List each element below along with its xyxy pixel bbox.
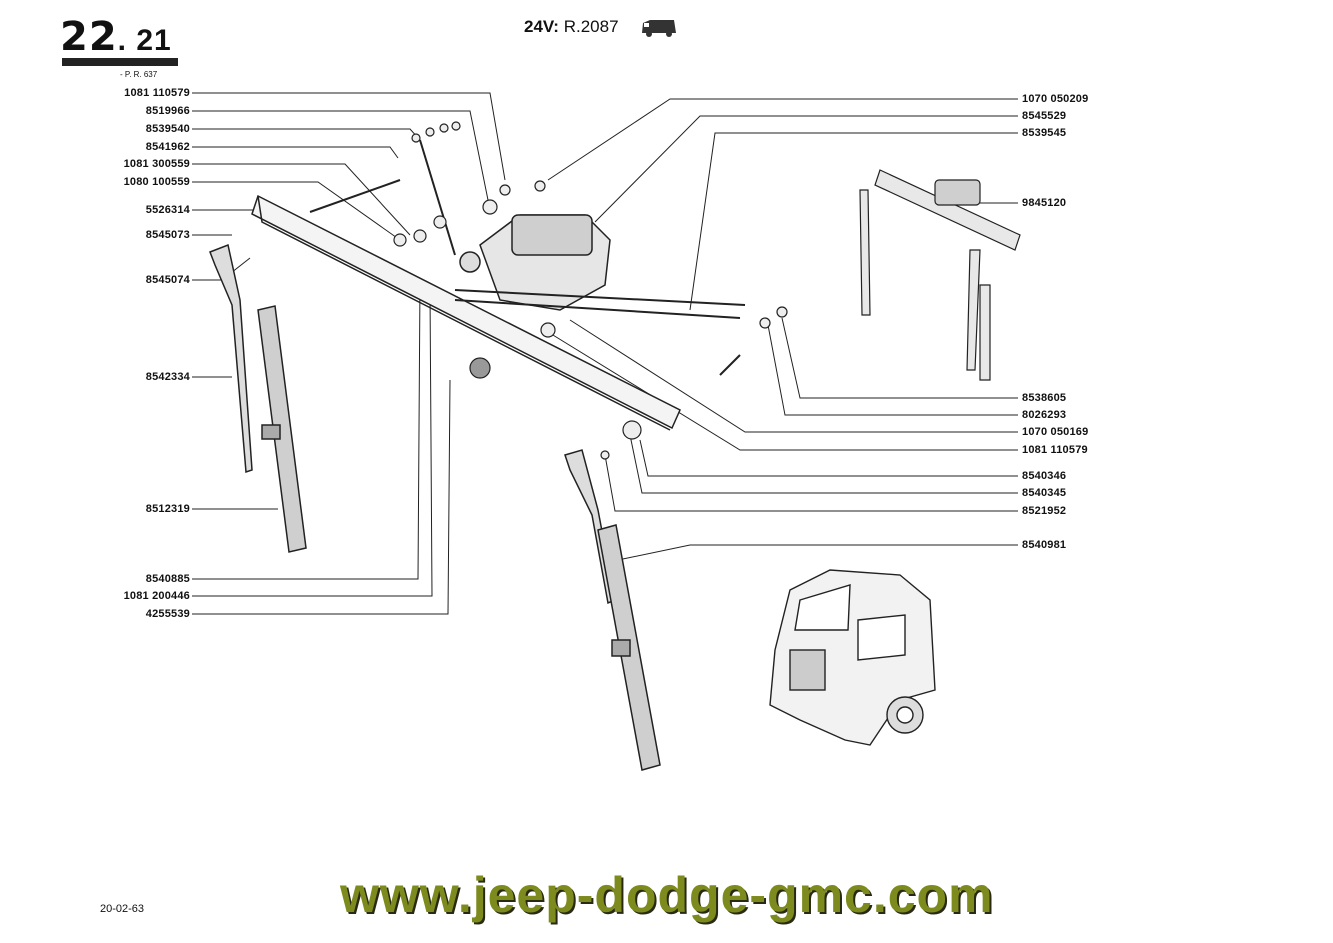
part-label-right: 8540981 — [1022, 539, 1067, 551]
print-date: 20-02-63 — [100, 903, 145, 915]
rubber-grommet — [469, 357, 491, 379]
leader-line — [639, 439, 1018, 477]
leader-line — [192, 110, 489, 201]
leader-line — [192, 163, 411, 236]
wiper-motor — [459, 214, 611, 311]
leader-line — [604, 454, 1018, 512]
header-bar — [62, 58, 178, 66]
washer — [439, 123, 449, 133]
part-label-left: 8542334 — [145, 371, 190, 383]
washer — [499, 184, 511, 196]
van-icon — [642, 20, 676, 37]
part-label-right: 9845120 — [1022, 197, 1067, 209]
linkage-rod — [454, 299, 741, 319]
leader-line — [192, 289, 433, 597]
voltage-label: 24V: — [524, 17, 559, 36]
leader-line — [569, 319, 1018, 433]
washer — [776, 306, 788, 318]
part-label-right: 8026293 — [1022, 409, 1067, 421]
right-wiper-blade — [597, 524, 661, 771]
washer — [600, 450, 610, 460]
part-label-right: 1081 110579 — [1022, 444, 1088, 456]
washer — [622, 420, 642, 440]
model-number: R.2087 — [563, 17, 619, 36]
part-label-left: 8519966 — [145, 105, 190, 117]
reference-code: - P. R. 637 — [120, 70, 158, 79]
washer — [425, 127, 435, 137]
leader-line — [617, 544, 1018, 561]
washer — [411, 133, 421, 143]
part-label-right: 8545529 — [1022, 110, 1067, 122]
washer — [534, 180, 546, 192]
van-illustration — [769, 569, 936, 746]
linkage-rod — [454, 289, 746, 306]
leader-line — [629, 434, 1018, 494]
leader-line — [192, 146, 399, 159]
leader-line — [781, 317, 1018, 399]
part-label-right: 8540346 — [1022, 470, 1067, 482]
leader-line — [192, 128, 421, 141]
part-label-right: 8540345 — [1022, 487, 1067, 499]
part-label-left: 1081 200446 — [123, 590, 190, 602]
wiper-frame-bar — [251, 194, 681, 431]
washer — [433, 215, 447, 229]
leader-line — [547, 331, 1018, 451]
part-label-left: 8545073 — [145, 229, 190, 241]
part-label-left: 8541962 — [145, 141, 190, 153]
part-label-right: 8539545 — [1022, 127, 1067, 139]
left-wiper-blade — [257, 305, 307, 553]
assembly-inset — [859, 169, 1021, 381]
linkage-rod — [419, 139, 456, 256]
part-label-left: 1081 300559 — [123, 158, 190, 170]
part-label-right: 1070 050169 — [1022, 426, 1089, 438]
part-label-left: 8540885 — [145, 573, 190, 585]
model-designation: 24V: R.2087 — [524, 17, 619, 37]
part-label-left: 8539540 — [145, 123, 190, 135]
part-label-left: 5526314 — [145, 204, 190, 216]
website-watermark: www.jeep-dodge-gmc.com — [340, 867, 994, 923]
part-label-left: 8512319 — [145, 503, 190, 515]
part-label-right: 8521952 — [1022, 505, 1067, 517]
leader-line — [192, 279, 421, 580]
nut — [482, 199, 498, 215]
leader-line — [767, 324, 1018, 416]
washer — [451, 121, 461, 131]
leader-line — [547, 98, 1018, 181]
leader-line — [192, 92, 506, 181]
part-label-left: 1080 100559 — [123, 176, 190, 188]
washer — [413, 229, 427, 243]
part-label-right: 8538605 — [1022, 392, 1067, 404]
page-number: 22. 21 — [60, 14, 172, 60]
washer — [759, 317, 771, 329]
spindle — [309, 179, 401, 213]
leader-line — [594, 115, 1018, 223]
part-label-right: 1070 050209 — [1022, 93, 1089, 105]
washer — [540, 322, 556, 338]
page-number-sub: . 21 — [117, 24, 172, 57]
leader-line — [689, 132, 1018, 311]
left-wiper-arm — [209, 243, 253, 474]
part-label-left: 1081 110579 — [124, 87, 190, 99]
spindle — [719, 354, 741, 376]
leader-line — [192, 379, 451, 615]
part-label-left: 4255539 — [145, 608, 190, 620]
page-number-main: 22 — [60, 14, 118, 60]
part-label-left: 8545074 — [145, 274, 190, 286]
leader-line — [192, 181, 401, 241]
washer — [393, 233, 407, 247]
